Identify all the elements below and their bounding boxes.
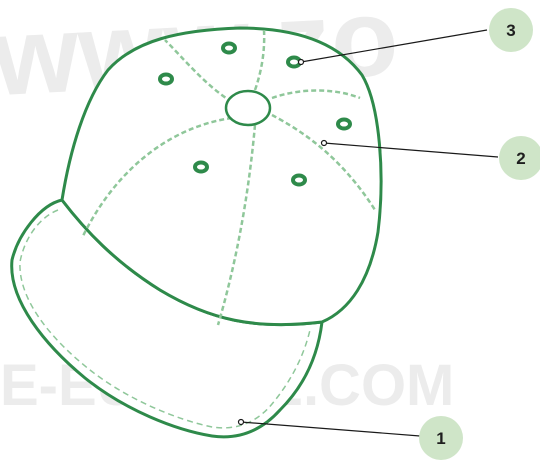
- leader-dot-2: [322, 141, 327, 146]
- callout-number: 1: [436, 429, 445, 448]
- leader-line-1: [241, 422, 420, 436]
- eyelet: [338, 120, 350, 129]
- callout-number: 3: [506, 21, 515, 40]
- callout-3: 3: [489, 8, 533, 52]
- callout-1: 1: [419, 416, 463, 460]
- eyelet: [160, 75, 172, 84]
- callout-number: 2: [516, 149, 525, 168]
- eyelet: [195, 163, 207, 172]
- top-button: [226, 91, 270, 125]
- callout-2: 2: [499, 136, 540, 180]
- leader-dot-1: [239, 420, 244, 425]
- eyelet: [223, 44, 235, 53]
- leader-dot-3: [299, 60, 304, 65]
- eyelet: [293, 176, 305, 185]
